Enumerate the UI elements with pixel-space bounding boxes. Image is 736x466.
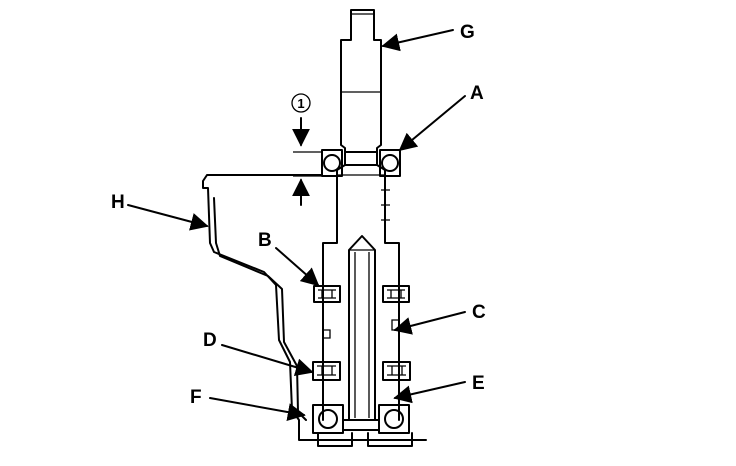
label-g: G — [460, 22, 475, 43]
housing-h — [202, 174, 427, 441]
leader-e — [393, 381, 466, 404]
inner-shaft — [348, 235, 376, 421]
leader-d — [221, 344, 314, 376]
leader-lines — [127, 29, 466, 421]
label-a: A — [470, 83, 484, 104]
label-c: C — [472, 302, 486, 323]
label-h: H — [111, 192, 125, 213]
bearing-a — [321, 149, 401, 177]
bearing-f — [312, 404, 413, 447]
leader-f — [209, 397, 306, 421]
leader-b — [275, 247, 320, 287]
bearing-d-e — [312, 361, 411, 381]
upper-shaft — [340, 9, 382, 153]
label-b: B — [258, 230, 272, 251]
reference-1-text: 1 — [297, 96, 304, 111]
reference-dimension-1: 1 — [291, 93, 322, 206]
label-d: D — [203, 330, 217, 351]
label-e: E — [472, 373, 485, 394]
label-f: F — [190, 387, 202, 408]
leader-a — [398, 95, 466, 152]
leader-h — [127, 204, 209, 231]
leader-c — [393, 311, 466, 335]
bearing-b — [313, 285, 410, 303]
leader-g — [381, 29, 454, 52]
